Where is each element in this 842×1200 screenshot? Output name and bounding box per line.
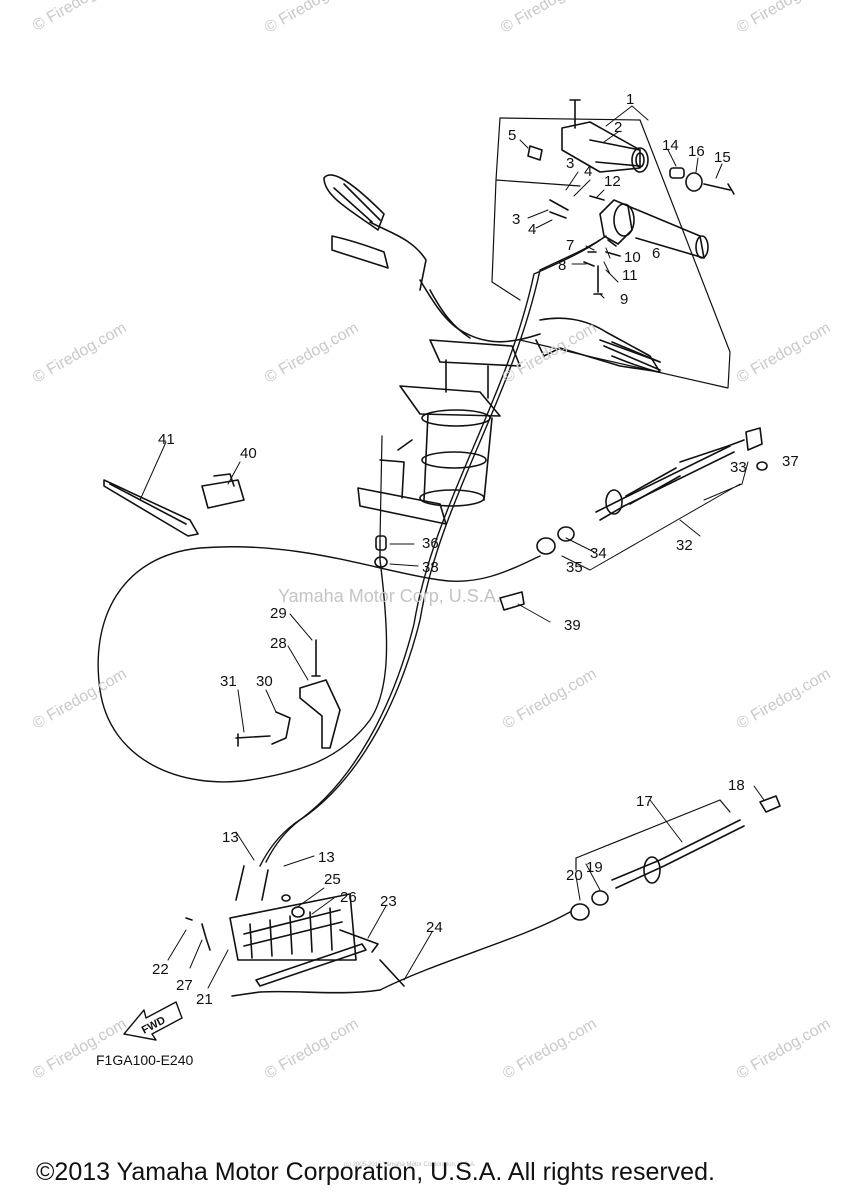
callout-labels: 1 2 3 3 4 4 5 6 7 8 9 10 11 12 13 13 14 … — [140, 91, 799, 1037]
callout-22: 22 — [152, 961, 169, 978]
callout-17: 17 — [636, 793, 653, 810]
callout-36: 36 — [422, 535, 439, 552]
callout-2: 2 — [614, 119, 622, 136]
callout-35: 35 — [566, 559, 583, 576]
callout-18: 18 — [728, 777, 745, 794]
callout-13b: 13 — [318, 849, 335, 866]
callout-32: 32 — [676, 537, 693, 554]
grip-end-parts — [669, 167, 735, 195]
cable-tie — [103, 479, 199, 537]
callout-15: 15 — [714, 149, 731, 166]
callout-37: 37 — [782, 453, 799, 470]
throttle-housing — [549, 195, 709, 295]
callout-7: 7 — [566, 237, 574, 254]
callout-13a: 13 — [222, 829, 239, 846]
callout-20: 20 — [566, 867, 583, 884]
callout-26: 26 — [340, 889, 357, 906]
callout-34: 34 — [590, 545, 607, 562]
callout-40: 40 — [240, 445, 257, 462]
cable-clamp — [201, 473, 245, 509]
callout-30: 30 — [256, 673, 273, 690]
lower-grip-frame — [491, 179, 581, 301]
callout-38: 38 — [422, 559, 439, 576]
callout-3a: 3 — [566, 155, 574, 172]
callout-10: 10 — [624, 249, 641, 266]
diagram-code: F1GA100-E240 — [96, 1052, 194, 1068]
callout-5: 5 — [508, 127, 516, 144]
callout-21: 21 — [196, 991, 213, 1008]
copyright-notice: ©2013 Yamaha Motor Corporation, U.S.A. A… — [36, 1158, 715, 1186]
callout-41: 41 — [158, 431, 175, 448]
fwd-arrow — [123, 1001, 183, 1041]
handlebar — [323, 174, 661, 373]
callout-8: 8 — [558, 257, 566, 274]
bracket-28 — [235, 639, 341, 749]
callout-27: 27 — [176, 977, 193, 994]
nuts-34-35 — [536, 461, 768, 555]
callout-29: 29 — [270, 605, 287, 622]
steering-column — [357, 339, 521, 525]
callout-6: 6 — [652, 245, 660, 262]
callout-31: 31 — [220, 673, 237, 690]
callout-3b: 3 — [512, 211, 520, 228]
throttle-grip-assembly — [527, 99, 649, 173]
callout-12: 12 — [604, 173, 621, 190]
center-watermark: Yamaha Motor Corp, U.S.A. — [278, 586, 501, 606]
callout-24: 24 — [426, 919, 443, 936]
callout-39: 39 — [564, 617, 581, 634]
callout-14: 14 — [662, 137, 679, 154]
choke-cable — [97, 539, 541, 783]
lever-assembly — [185, 865, 405, 997]
cable-32 — [595, 427, 763, 521]
callout-4a: 4 — [584, 163, 592, 180]
callout-1: 1 — [626, 91, 634, 108]
callout-9: 9 — [620, 291, 628, 308]
callout-33: 33 — [730, 459, 747, 476]
callout-4b: 4 — [528, 221, 536, 238]
fine-print: (c) 2005-2015 Yamaha Motor Corporation, … — [344, 1162, 476, 1168]
cable-17 — [379, 795, 781, 991]
callout-16: 16 — [688, 143, 705, 160]
callout-19: 19 — [586, 859, 603, 876]
callout-11: 11 — [622, 267, 638, 284]
callout-23: 23 — [380, 893, 397, 910]
callout-25: 25 — [324, 871, 341, 888]
callout-28: 28 — [270, 635, 287, 652]
